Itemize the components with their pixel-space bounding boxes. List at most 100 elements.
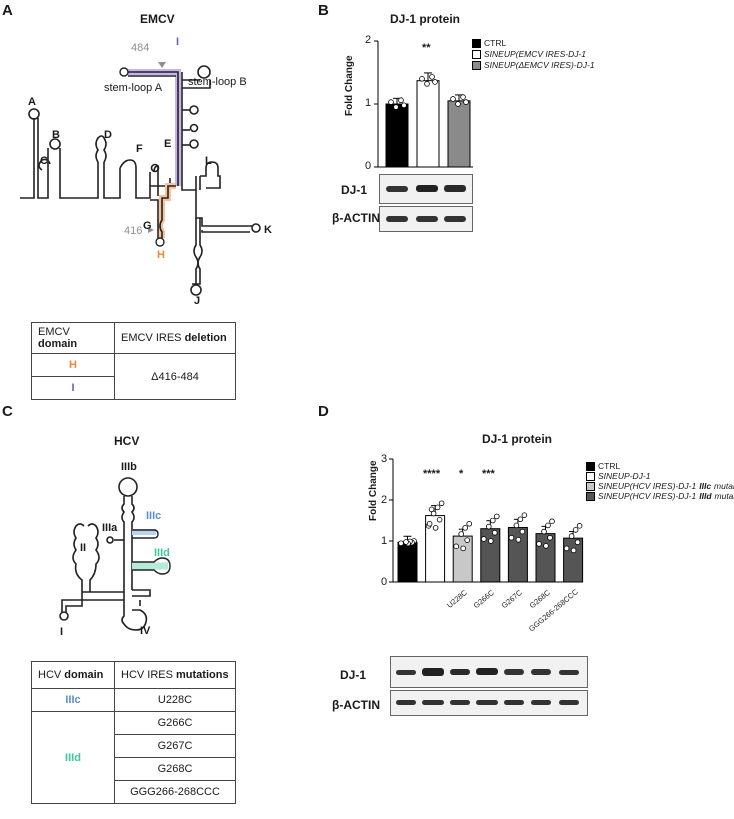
panel-d-blot-label-dj1: DJ-1 <box>340 668 367 682</box>
hcv-domain-table: HCV domain HCV IRES mutations IIIc U228C… <box>31 661 236 804</box>
domain-label-g: G <box>143 220 152 232</box>
panel-d-blot-label-actin: β-ACTIN <box>332 698 380 712</box>
hcv-domain-i: I <box>60 626 64 638</box>
panel-d-data-point <box>515 536 522 543</box>
panel-d-ytick-0: 0 <box>381 576 388 588</box>
stem-loop-a-label: stem-loop A <box>104 82 163 94</box>
hcv-table-header-mutations: HCV IRES mutations <box>114 661 236 689</box>
stem-loop-b-label: stem-loop B <box>188 76 247 88</box>
hcv-domain-iv: IV <box>140 625 151 637</box>
panel-b-data-point <box>429 74 435 80</box>
panel-d-data-point <box>462 525 469 531</box>
panel-b-ytick-1: 1 <box>365 97 372 109</box>
panel-d-data-point <box>517 516 524 523</box>
emcv-domain-table: EMCV domain EMCV IRES deletion H Δ416-48… <box>31 322 236 400</box>
panel-d-data-point <box>563 545 570 552</box>
panel-d-legend-ctrl: CTRL <box>586 461 620 471</box>
panel-d-title: DJ-1 protein <box>482 432 553 446</box>
panel-b-data-point <box>450 96 456 102</box>
panel-d-significance-u228c: * <box>459 468 464 480</box>
panel-d-ytick-2: 2 <box>381 494 388 506</box>
domain-label-f: F <box>136 143 143 155</box>
domain-label-j: J <box>194 295 201 307</box>
panel-d-data-point <box>428 506 435 513</box>
panel-d-significance-g266c: *** <box>482 468 495 480</box>
panel-d-data-point <box>426 520 433 527</box>
marker-416-label: 416 <box>124 225 143 237</box>
domain-label-d: D <box>104 129 112 141</box>
domain-label-e: E <box>164 138 172 150</box>
panel-b-data-point <box>460 94 466 100</box>
panel-d-data-point <box>491 529 498 536</box>
panel-d-blot-dj1 <box>390 656 588 688</box>
panel-b-blot-dj1 <box>379 174 473 204</box>
panel-d-data-point <box>480 536 487 542</box>
hcv-domain-iiic: IIIc <box>146 510 162 522</box>
panel-b-ytick-2: 2 <box>365 34 372 46</box>
panel-d-data-point <box>485 523 492 530</box>
emcv-table-header-domain: EMCV domain <box>31 322 115 354</box>
panel-letter-d: D <box>318 403 329 420</box>
panel-d-data-point <box>508 534 515 541</box>
panel-b-data-point <box>432 79 438 85</box>
hcv-domain-iiid: IIId <box>154 547 170 559</box>
panel-d-data-point <box>436 516 443 523</box>
emcv-table-deletion: Δ416-484 <box>114 353 236 400</box>
panel-d-bar <box>452 535 473 583</box>
hcv-table-domain-iiid: IIId <box>31 711 115 804</box>
panel-d-data-point <box>398 540 404 547</box>
domain-label-h: H <box>157 249 165 261</box>
panel-d-data-point <box>541 528 547 535</box>
panel-d-data-point <box>536 541 542 547</box>
panel-d-data-point <box>464 537 471 543</box>
panel-d-data-point <box>547 534 553 541</box>
panel-d-bar <box>563 537 584 583</box>
panel-b-data-point <box>463 99 469 105</box>
panel-d-data-point <box>489 517 496 524</box>
panel-b-legend-ctrl: CTRL <box>472 38 506 48</box>
panel-b-blot-actin <box>379 206 473 232</box>
panel-letter-c: C <box>2 403 13 420</box>
panel-b-data-point <box>401 102 407 109</box>
panel-d-data-point <box>438 500 445 507</box>
panel-c-title: HCV <box>114 434 140 448</box>
panel-b-data-point <box>393 104 399 110</box>
panel-d-data-point <box>453 543 460 550</box>
panel-b-data-point <box>388 99 394 105</box>
panel-d-data-point <box>460 545 467 552</box>
panel-d-data-point <box>570 547 577 554</box>
panel-d-data-point <box>521 512 528 518</box>
panel-d-data-point <box>493 513 500 520</box>
panel-d-data-point <box>487 538 494 544</box>
panel-d-data-point <box>572 527 579 533</box>
panel-d-bar <box>535 533 556 583</box>
hcv-domain-ii: II <box>80 542 87 554</box>
panel-b-data-point <box>398 97 404 104</box>
panel-d-data-point <box>513 522 520 529</box>
panel-d-data-point <box>434 504 441 511</box>
panel-d-data-point <box>568 533 575 539</box>
hcv-domain-iiib: IIIb <box>121 461 137 473</box>
panel-b-blot-label-actin: β-ACTIN <box>332 211 380 225</box>
domain-label-k: K <box>264 224 272 236</box>
domain-label-a: A <box>28 96 36 108</box>
panel-b-title: DJ-1 protein <box>390 12 461 26</box>
panel-d-data-point <box>458 531 465 537</box>
hcv-table-header-domain: HCV domain <box>31 661 115 689</box>
panel-d-blot-actin <box>390 690 588 716</box>
panel-b-data-point <box>455 101 461 107</box>
panel-d-ytick-1: 1 <box>381 535 388 547</box>
domain-label-i: I <box>176 36 180 48</box>
panel-d-data-point <box>549 518 555 525</box>
panel-d-data-point <box>466 520 473 527</box>
domain-label-b: B <box>52 129 60 141</box>
panel-d-legend-sineup: SINEUP-DJ-1 <box>586 471 650 481</box>
hcv-table-mutation-u228c: U228C <box>114 688 236 712</box>
panel-letter-b: B <box>318 2 329 19</box>
hcv-table-mutation-g266c: G266C <box>114 711 236 735</box>
panel-b-significance: ** <box>422 42 431 54</box>
